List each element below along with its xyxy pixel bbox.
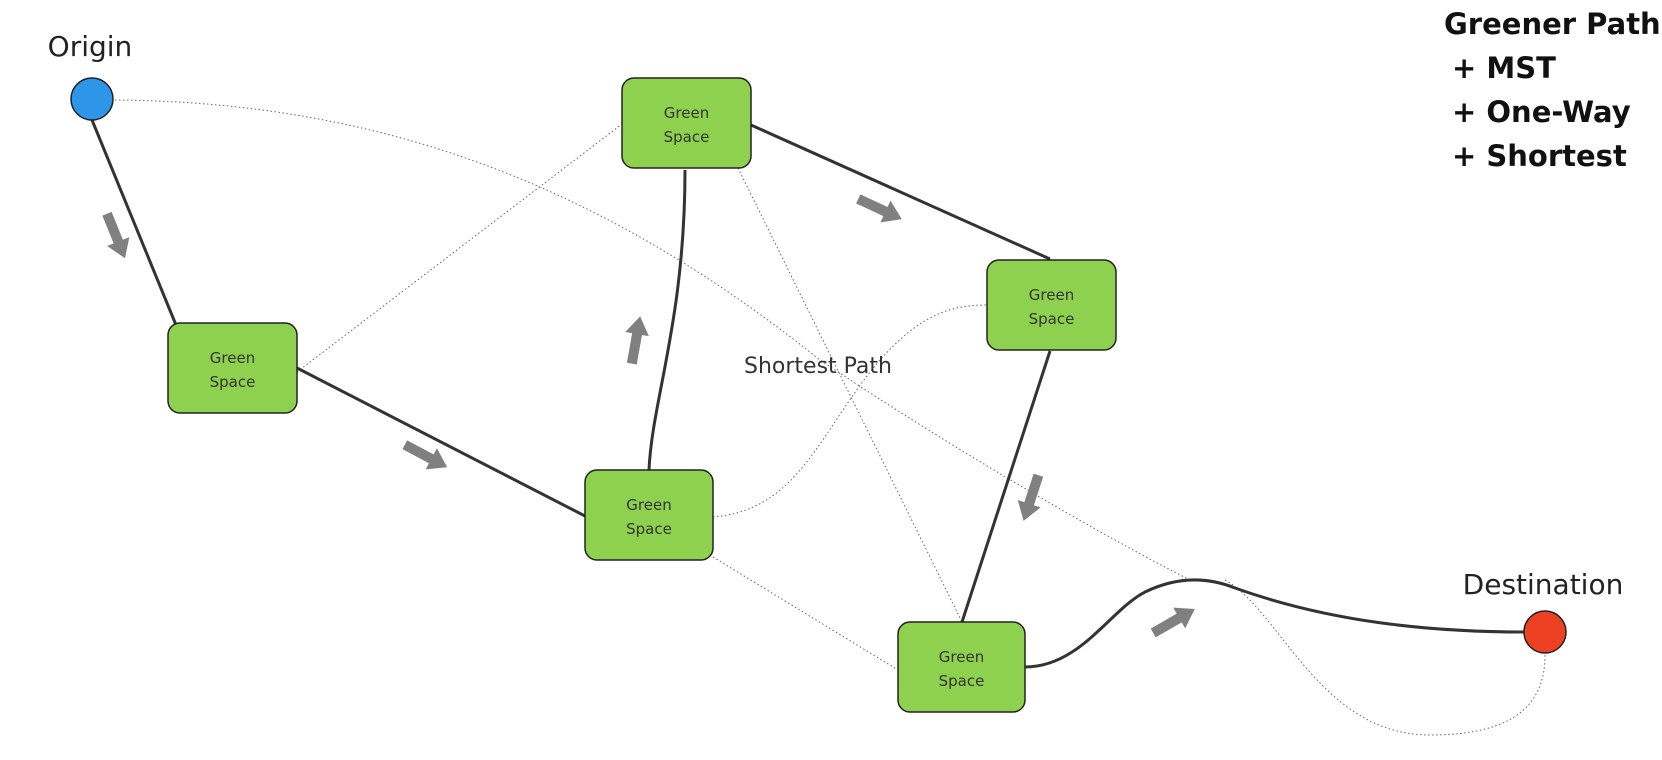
legend-item-one-way: + One-Way	[1452, 95, 1631, 129]
node-label-line2: Space	[1029, 310, 1075, 328]
destination-node[interactable]	[1523, 610, 1567, 654]
node-label-line1: Green	[626, 496, 671, 514]
node-label-line2: Space	[626, 520, 672, 538]
edge-middle-to-right-dotted	[712, 304, 988, 518]
destination-terminal[interactable]: Destination	[1463, 568, 1624, 654]
node-label-line2: Space	[664, 128, 710, 146]
edge-origin-to-left	[90, 119, 178, 326]
origin-node[interactable]	[70, 77, 114, 121]
edge-bottom-to-destination	[1024, 578, 1526, 669]
green-space-box[interactable]	[167, 322, 298, 414]
green-space-node[interactable]: Green Space	[986, 259, 1117, 351]
legend-title: Greener Path	[1444, 7, 1661, 41]
node-label-line2: Space	[210, 373, 256, 391]
direction-arrow-icon	[1150, 607, 1195, 638]
green-space-box[interactable]	[621, 77, 752, 169]
origin-label: Origin	[48, 30, 133, 63]
direction-arrows	[102, 194, 1195, 638]
green-space-nodes: Green Space Green Space Green Space Gree…	[167, 77, 1117, 713]
legend: Greener Path + MST + One-Way + Shortest	[1444, 7, 1661, 173]
green-space-node[interactable]: Green Space	[167, 322, 298, 414]
destination-label: Destination	[1463, 568, 1624, 601]
edge-origin-to-destination-shortest	[106, 99, 1191, 581]
node-label-line2: Space	[939, 672, 985, 690]
edge-middle-to-top	[647, 169, 687, 471]
edge-middle-to-bottom-dotted	[712, 556, 899, 671]
green-space-box[interactable]	[897, 621, 1026, 713]
node-label-line1: Green	[210, 349, 255, 367]
edge-left-to-top-dotted	[296, 123, 623, 373]
direction-arrow-icon	[402, 440, 448, 470]
direction-arrow-icon	[1017, 473, 1044, 521]
edge-top-to-bottom-dotted	[737, 167, 963, 623]
edge-left-to-middle	[296, 366, 586, 518]
legend-item-mst: + MST	[1452, 51, 1556, 85]
origin-terminal[interactable]: Origin	[48, 30, 133, 121]
green-space-box[interactable]	[584, 469, 714, 561]
direction-arrow-icon	[625, 316, 649, 365]
shortest-path-label: Shortest Path	[744, 354, 892, 379]
greener-path-edges	[90, 119, 1526, 669]
edge-destination-loop-dotted	[1224, 579, 1546, 736]
green-space-box[interactable]	[986, 259, 1117, 351]
green-space-node[interactable]: Green Space	[584, 469, 714, 561]
direction-arrow-icon	[856, 194, 902, 223]
node-label-line1: Green	[1029, 286, 1074, 304]
green-space-node[interactable]: Green Space	[621, 77, 752, 169]
legend-item-shortest: + Shortest	[1452, 139, 1627, 173]
node-label-line1: Green	[664, 104, 709, 122]
green-space-node[interactable]: Green Space	[897, 621, 1026, 713]
shortest-path-edges	[106, 99, 1546, 736]
edge-top-to-right	[750, 123, 1051, 261]
edge-right-to-bottom	[960, 350, 1052, 623]
direction-arrow-icon	[102, 211, 130, 259]
node-label-line1: Green	[939, 648, 984, 666]
